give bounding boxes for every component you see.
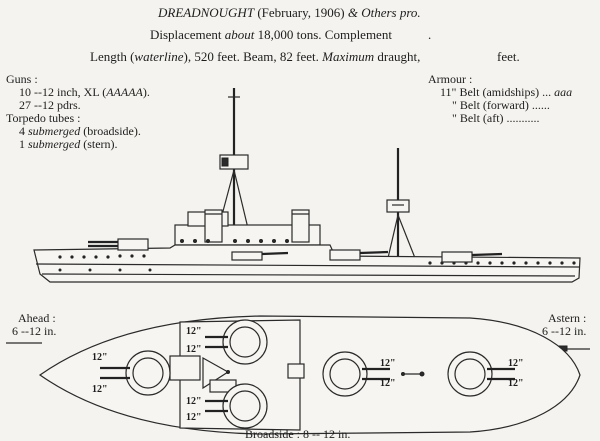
superstructure-ports — [180, 239, 289, 243]
about-label: about — [224, 27, 255, 42]
armour-heading: Armour : — [428, 72, 473, 86]
plan-hull — [38, 315, 581, 435]
plan-bridge — [169, 355, 201, 381]
ship-date: (February, 1906) — [257, 5, 345, 20]
main-guns-prefix: 10 --12 inch, XL ( — [19, 85, 107, 99]
belt-amidships-code: aaa — [554, 85, 573, 99]
main-top — [386, 199, 410, 213]
belt-forward: " Belt (forward) ...... — [452, 98, 550, 112]
waterline-label: waterline — [134, 49, 184, 64]
armour-block: Armour : 11" Belt (amidships) ... aaa " … — [428, 73, 572, 125]
waterline — [41, 273, 576, 277]
plan-gun-label: 12" — [508, 378, 524, 389]
dimensions-line: Length (waterline), 520 feet. Beam, 82 f… — [90, 50, 420, 64]
displacement-label: Displacement — [150, 27, 222, 42]
plan-funnel — [287, 363, 305, 379]
fore-funnel — [204, 209, 223, 243]
maximum-label: Maximum — [322, 49, 375, 64]
torpedo-broadside: 4 submerged (broadside). — [6, 125, 150, 138]
plan-turret-centre — [322, 351, 390, 397]
guns-block: Guns : 10 --12 inch, XL (AAAAA). 27 --12… — [6, 73, 150, 151]
beam-value: Beam, 82 feet. — [243, 49, 319, 64]
tube2-place: (stern). — [83, 137, 118, 151]
fore-turret-profile — [117, 238, 149, 251]
hull-stripe — [35, 263, 580, 268]
pro-label: pro. — [399, 5, 421, 20]
astern-value: 6 --12 in. — [542, 324, 587, 338]
ship-plan — [6, 315, 590, 435]
complement-value: . — [428, 27, 432, 42]
length-label: Length ( — [90, 49, 135, 64]
others-prefix: & — [347, 5, 358, 20]
centre-turret-profile — [329, 249, 361, 261]
plan-gun-label: 12" — [186, 344, 202, 355]
broadside-label: Broadside : 8 -- 12 in. — [245, 427, 351, 441]
fore-top-window — [221, 157, 229, 167]
plan-gun-label: 12" — [186, 396, 202, 407]
belt-amidships: 11" Belt (amidships) ... aaa — [428, 86, 572, 99]
tube1-count: 4 — [19, 124, 25, 138]
torpedo-stern: 1 submerged (stern). — [6, 138, 150, 151]
main-guns-suffix: ). — [142, 85, 150, 99]
complement-label: Complement — [324, 27, 392, 42]
hull — [33, 244, 581, 283]
plan-gun-label: 12" — [186, 412, 202, 423]
others-label: Others — [361, 5, 397, 20]
plan-turret-fore — [100, 350, 171, 396]
draught-value: feet. — [497, 49, 520, 64]
plan-mainmast — [419, 371, 425, 377]
plan-turret-stbd — [205, 383, 268, 429]
astern-label: Astern : — [548, 311, 587, 325]
plan-gun-label: 12" — [508, 358, 524, 369]
wing-turret-profile — [231, 251, 263, 261]
mainmast-leg-right — [397, 214, 416, 259]
length-value: ), 520 feet. — [183, 49, 240, 64]
aft-funnel — [291, 209, 310, 243]
plan-gun-label: 12" — [380, 358, 396, 369]
plan-gun-label: 12" — [92, 384, 108, 395]
profile-turrets — [88, 238, 503, 263]
displacement-value: 18,000 tons. — [257, 27, 322, 42]
plan-turret-port — [205, 319, 268, 365]
main-guns-code: AAAAA — [106, 85, 143, 99]
main-guns: 10 --12 inch, XL (AAAAA). — [6, 86, 150, 99]
tube1-type: submerged — [28, 124, 81, 138]
ship-name: DREADNOUGHT — [158, 5, 255, 20]
ahead-value: 6 --12 in. — [12, 324, 57, 338]
ahead-label: Ahead : — [18, 311, 56, 325]
belt-aft: " Belt (aft) ........... — [452, 111, 540, 125]
displacement-line: Displacement about 18,000 tons. Compleme… — [150, 28, 392, 42]
belt-amidships-label: 11" Belt (amidships) — [440, 85, 540, 99]
tube2-type: submerged — [28, 137, 81, 151]
belt-amidships-dots: ... — [542, 85, 552, 99]
plan-gun-label: 12" — [380, 378, 396, 389]
plan-gun-label: 12" — [186, 326, 202, 337]
tube1-place: (broadside). — [83, 124, 141, 138]
mainmast-leg-left — [387, 214, 399, 259]
plan-turret-aft — [447, 351, 515, 397]
ship-profile — [33, 88, 581, 283]
plan-gun-label: 12" — [92, 352, 108, 363]
aft-turret-profile — [441, 251, 473, 263]
secondary-guns: 27 --12 pdrs. — [19, 98, 81, 112]
torpedo-heading: Torpedo tubes : — [6, 111, 81, 125]
guns-heading: Guns : — [6, 72, 38, 86]
title-line: DREADNOUGHT (February, 1906) & Others pr… — [158, 6, 421, 20]
draught-label: draught, — [377, 49, 421, 64]
tube2-count: 1 — [19, 137, 25, 151]
